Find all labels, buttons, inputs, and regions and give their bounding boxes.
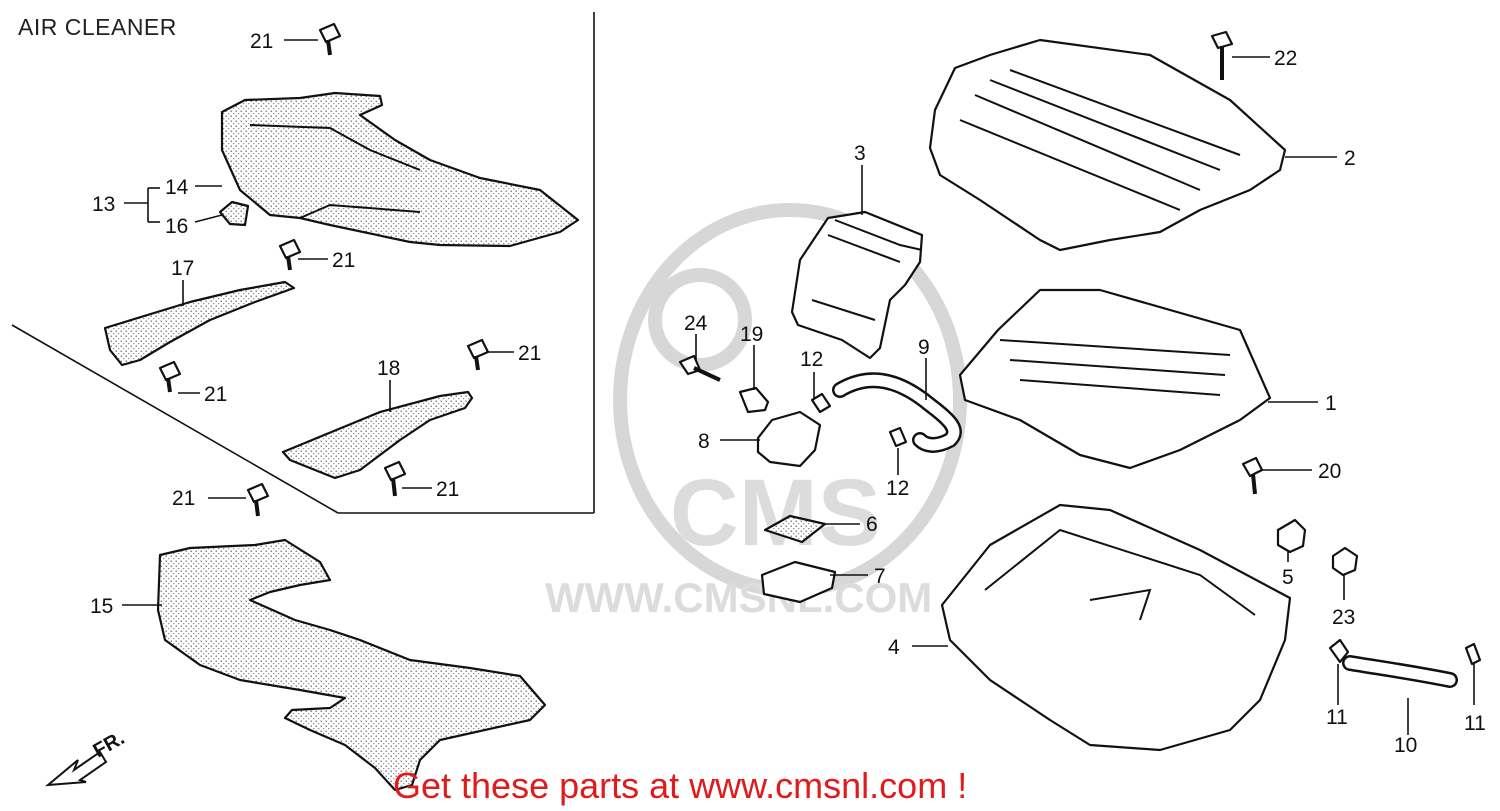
- part-21-screws: [158, 22, 490, 517]
- promo-link[interactable]: Get these parts at www.cmsnl.com !: [393, 765, 968, 806]
- callout-2: 2: [1344, 147, 1356, 170]
- callout-23: 23: [1332, 606, 1355, 629]
- callout-1: 1: [1325, 392, 1337, 415]
- watermark-site-text: WWW.CMSNL.COM: [545, 574, 932, 621]
- part-20-bolt: [1241, 456, 1264, 495]
- callout-21-top: 21: [250, 30, 273, 53]
- part-23-nut: [1331, 546, 1359, 577]
- part-16-clip: [218, 200, 250, 227]
- part-19-bolt: [738, 386, 770, 414]
- part-22-bolt: [1210, 30, 1234, 80]
- front-direction-arrow: FR.: [44, 727, 128, 787]
- callout-21-left: 21: [204, 383, 227, 406]
- callout-22: 22: [1274, 47, 1297, 70]
- part-11-clip-left: [1328, 638, 1350, 664]
- part-3-duct: [790, 210, 924, 360]
- callout-21-bottom: 21: [172, 487, 195, 510]
- callout-17: 17: [171, 257, 194, 280]
- part-15-lower-cover: [156, 538, 547, 792]
- callout-20: 20: [1318, 460, 1341, 483]
- part-9-hose: [832, 372, 962, 453]
- callout-labels: 1 2 3 4 5 6 7 8 9 10 11 11 12 12 13 14 1…: [90, 30, 1486, 757]
- part-5-grommet: [1276, 518, 1307, 554]
- diagram-title: AIR CLEANER: [18, 14, 177, 40]
- watermark-logo-text: CMS: [670, 460, 881, 566]
- callout-9: 9: [918, 336, 930, 359]
- callout-15: 15: [90, 595, 113, 618]
- part-8-drain-valve: [756, 410, 822, 468]
- callout-21-right: 21: [518, 342, 541, 365]
- callout-5: 5: [1282, 566, 1294, 589]
- callout-12-upper: 12: [800, 348, 823, 371]
- callout-7: 7: [874, 565, 886, 588]
- subassembly-border: [11, 12, 595, 514]
- part-7-holder: [760, 560, 837, 604]
- part-18-bracket: [281, 390, 474, 480]
- part-10-hose: [1342, 655, 1458, 688]
- leader-lines: [122, 39, 1475, 735]
- callout-21-upper: 21: [332, 249, 355, 272]
- callout-18: 18: [377, 357, 400, 380]
- callout-16: 16: [165, 215, 188, 238]
- callout-11-left: 11: [1326, 706, 1348, 729]
- part-1-filter-element: [958, 288, 1272, 470]
- callout-10: 10: [1394, 734, 1417, 757]
- callout-3: 3: [854, 142, 866, 165]
- part-11-clip-right: [1464, 642, 1482, 666]
- part-17-stay: [103, 280, 296, 367]
- part-2-upper-case: [928, 38, 1287, 252]
- part-24-bolt: [678, 354, 721, 382]
- part-12-clip-lower: [888, 426, 908, 448]
- callout-12-lower: 12: [886, 477, 909, 500]
- callout-24: 24: [684, 312, 708, 335]
- callout-21-lower: 21: [436, 478, 459, 501]
- part-12-clip-upper: [810, 392, 832, 414]
- callout-6: 6: [866, 513, 878, 536]
- callout-4: 4: [888, 636, 900, 659]
- part-14-upper-cover: [220, 91, 580, 248]
- callout-11-right: 11: [1464, 712, 1486, 735]
- part-4-lower-case: [940, 503, 1292, 752]
- callout-19: 19: [740, 323, 763, 346]
- callout-14: 14: [165, 176, 189, 199]
- callout-8: 8: [698, 430, 710, 453]
- callout-13: 13: [92, 193, 115, 216]
